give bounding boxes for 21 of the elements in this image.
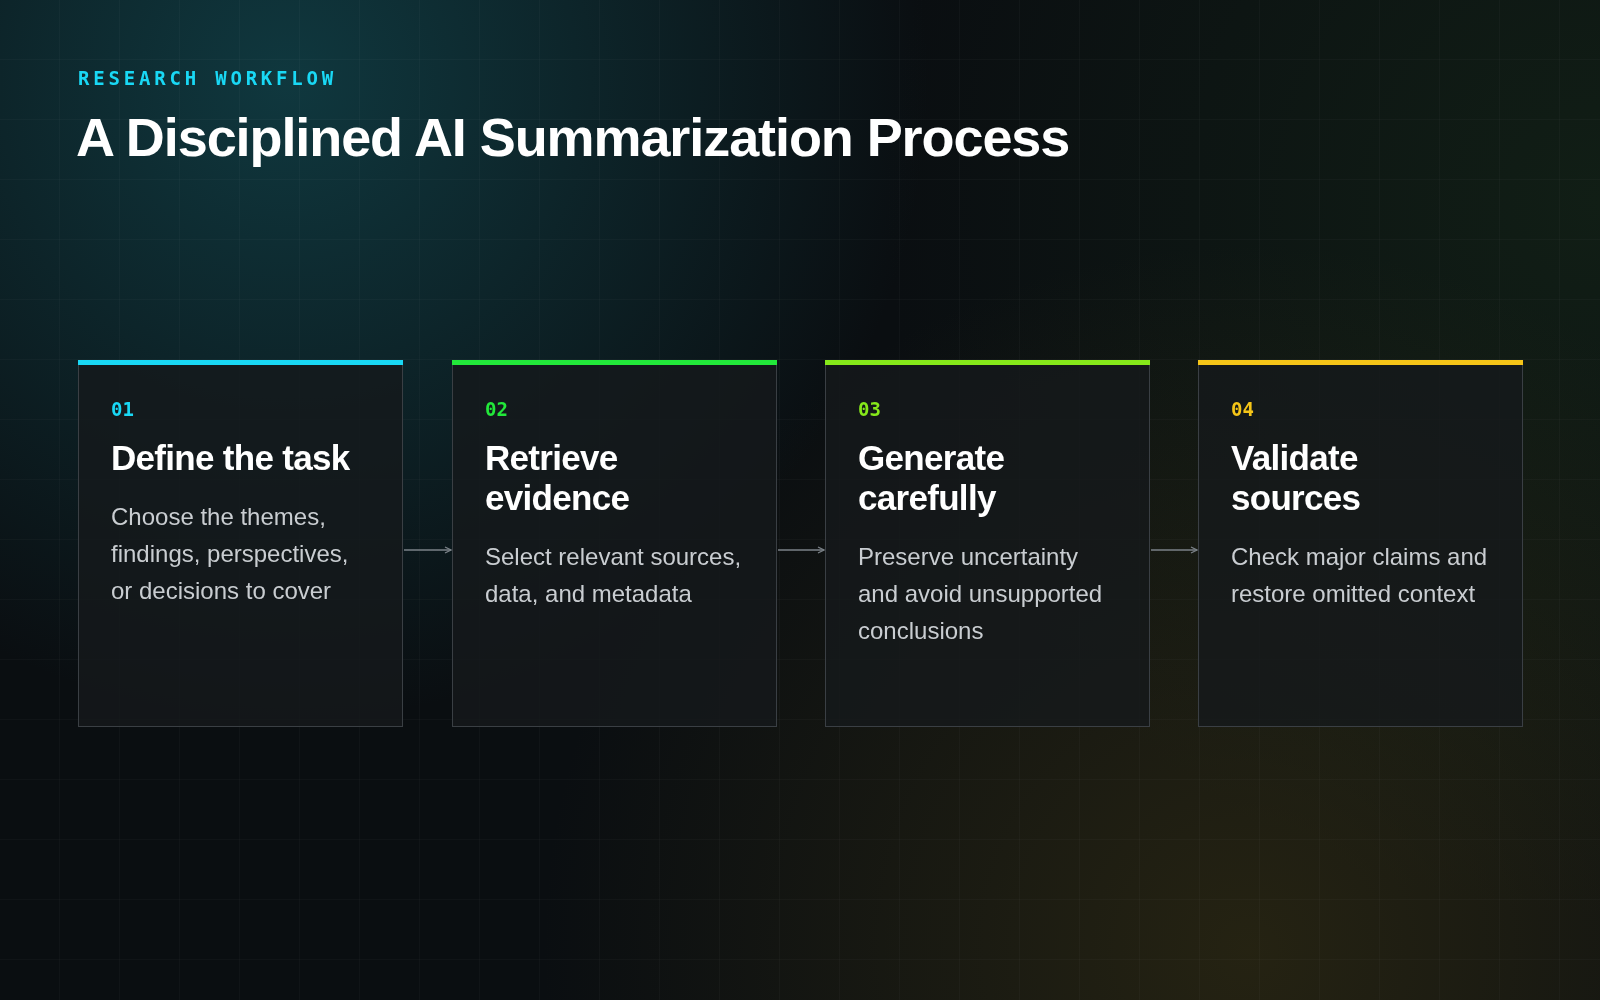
step-card (825, 360, 1150, 727)
step-number: 03 (858, 397, 882, 422)
step-description: Select relevant sources, data, and metadata (485, 541, 743, 609)
step-description: Choose the themes, findings, perspectives, or decisions to cover (111, 501, 350, 606)
step-card (78, 360, 403, 727)
title: A Disciplined AI Summarization Process (76, 106, 1070, 169)
step-number: 02 (485, 397, 509, 422)
step-card (452, 360, 777, 727)
step-card (1198, 360, 1523, 727)
step-heading: Generate carefully (858, 437, 1006, 518)
step-heading: Retrieve evidence (485, 437, 631, 518)
step-heading: Define the task (111, 437, 351, 478)
arrow (403, 546, 452, 554)
arrow (1150, 546, 1198, 554)
step-number: 04 (1231, 397, 1255, 422)
arrow (777, 546, 825, 554)
step-heading: Validate sources (1231, 437, 1362, 518)
step-description: Preserve uncertainty and avoid unsupported conclusions (858, 541, 1104, 646)
step-number: 01 (111, 397, 135, 422)
eyebrow-label: RESEARCH WORKFLOW (78, 66, 338, 91)
step-description: Check major claims and restore omitted context (1231, 541, 1489, 609)
